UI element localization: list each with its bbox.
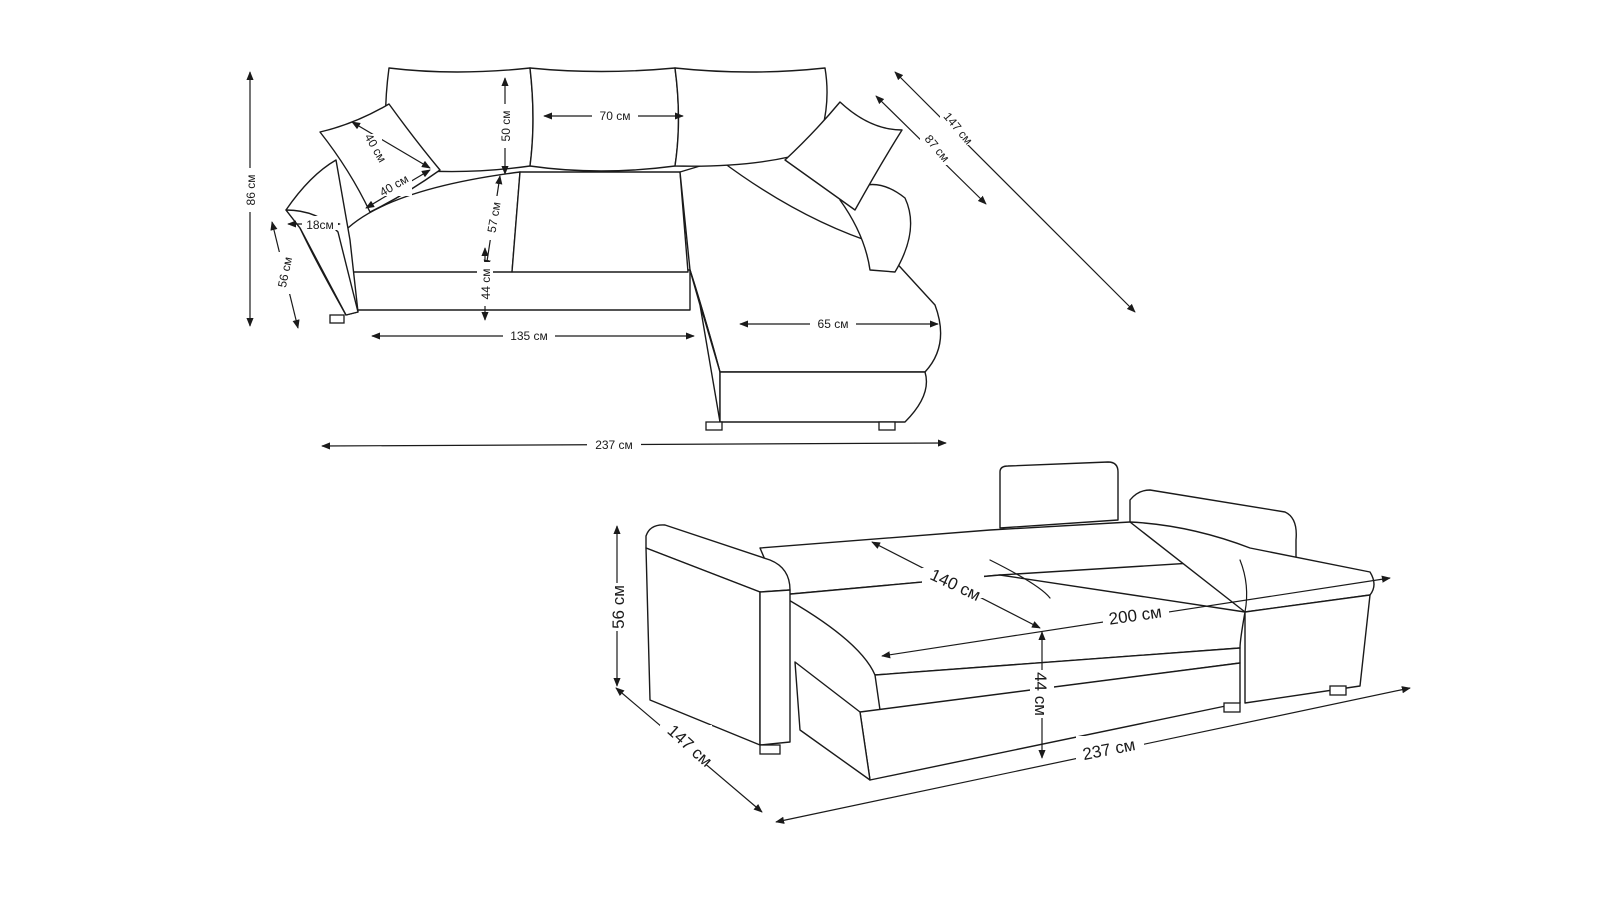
sofa-seat-middle bbox=[511, 171, 689, 273]
label-arm-width: 18см bbox=[306, 218, 334, 232]
leg bbox=[705, 421, 723, 431]
leg bbox=[329, 314, 345, 324]
chaise-front bbox=[719, 371, 928, 423]
sofa-bed-drawing bbox=[645, 461, 1375, 781]
bed-drawer-side bbox=[794, 661, 871, 781]
leg bbox=[1223, 702, 1241, 713]
bed-left-arm-front bbox=[759, 589, 791, 746]
dim-line-depth-chaise bbox=[894, 71, 1136, 313]
label-seat-height: 44 см bbox=[479, 269, 493, 300]
label-back-height: 57 см bbox=[484, 201, 503, 234]
label-back-cushion-height: 50 см bbox=[499, 111, 513, 142]
bed-right-arm bbox=[1129, 489, 1297, 561]
corner-sofa-drawing bbox=[285, 67, 942, 431]
label-arm-height: 56 см bbox=[275, 256, 295, 289]
chaise-top bbox=[679, 159, 942, 373]
label-chaise-width: 65 см bbox=[818, 317, 849, 331]
label-length-total: 237 см bbox=[595, 438, 633, 452]
label-seat-width: 135 см bbox=[510, 329, 548, 343]
leg bbox=[1329, 685, 1347, 696]
bed-dimensions: 56 см 147 см 140 см 200 см 44 см 237 см bbox=[605, 525, 1411, 824]
bed-chaise-front bbox=[1244, 594, 1371, 704]
label-back-cushion-width: 70 см bbox=[600, 109, 631, 123]
bed-back-cushion bbox=[999, 461, 1119, 529]
leg bbox=[759, 744, 781, 755]
label-height-total: 86 см bbox=[244, 175, 258, 206]
top-dimensions: 86 см 56 см 18см 40 см 40 см 50 см 70 см… bbox=[240, 71, 1136, 452]
dim-line-pillow-side bbox=[351, 121, 431, 169]
chaise-seam bbox=[689, 269, 721, 373]
label-bed-arm-height: 56 см bbox=[609, 585, 628, 629]
sofa-base-front bbox=[344, 269, 691, 311]
label-bed-height: 44 см bbox=[1031, 672, 1050, 716]
leg bbox=[878, 421, 896, 431]
